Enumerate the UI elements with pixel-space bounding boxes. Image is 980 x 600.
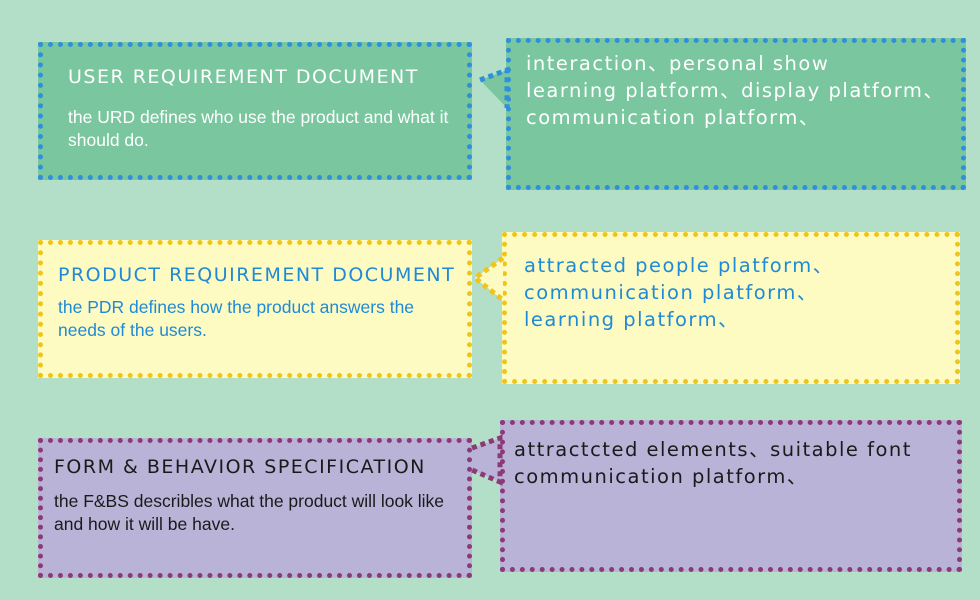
urd-box: [38, 42, 472, 180]
urd-detail-line: learning platform、display platform、: [526, 79, 945, 102]
urd-description: the URD defines who use the product and …: [68, 107, 449, 150]
fbs-box: [38, 438, 472, 578]
prd-details-box: [502, 232, 960, 384]
urd-detail-line: communication platform、: [526, 106, 820, 129]
urd-details: interaction、personal show learning platf…: [526, 50, 944, 131]
fbs-details: attractcted elements、suitable font commu…: [514, 436, 912, 490]
fbs-detail-line: communication platform、: [514, 465, 808, 488]
prd-title: PRODUCT REQUIREMENT DOCUMENT: [58, 264, 456, 286]
prd-detail-line: attracted people platform、: [524, 254, 834, 277]
fbs-details-box: [500, 420, 962, 572]
urd-details-box: [506, 38, 966, 190]
urd-title: USER REQUIREMENT DOCUMENT: [68, 66, 419, 88]
fbs-description: the F&BS describles what the product wil…: [54, 491, 445, 534]
fbs-detail-line: attractcted elements、suitable font: [514, 438, 912, 461]
urd-detail-line: interaction、personal show: [526, 52, 830, 75]
fbs-title: FORM & BEHAVIOR SPECIFICATION: [54, 456, 426, 478]
prd-details: attracted people platform、 communication…: [524, 252, 834, 333]
prd-description: the PDR defines how the product answers …: [58, 297, 415, 340]
prd-box: [38, 240, 472, 378]
prd-detail-line: learning platform、: [524, 308, 740, 331]
prd-detail-line: communication platform、: [524, 281, 818, 304]
